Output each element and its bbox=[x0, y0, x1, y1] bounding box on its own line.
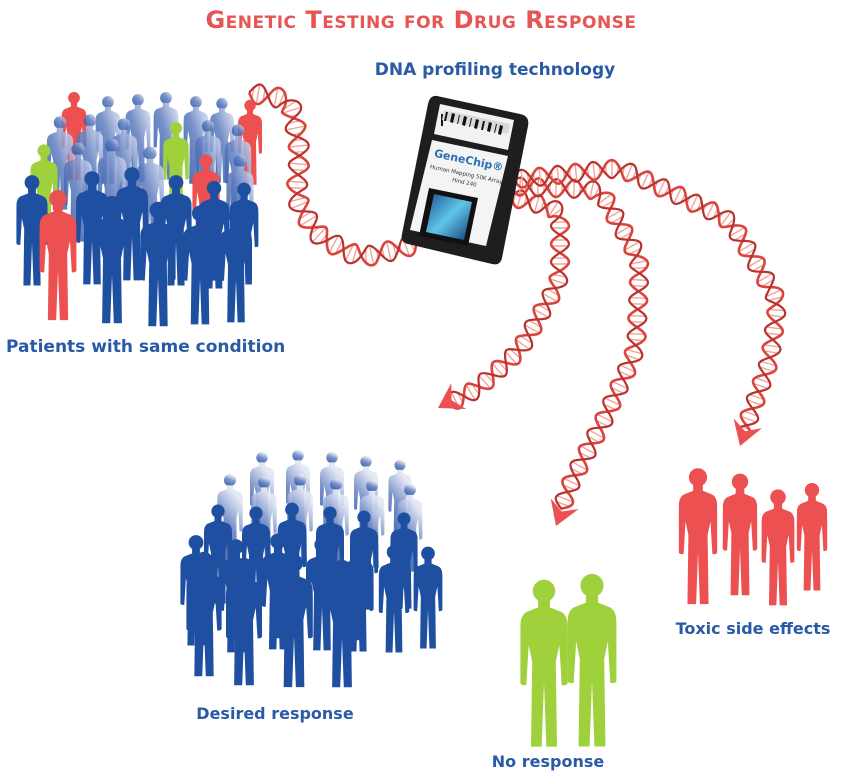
toxic-side-effects-figure bbox=[722, 473, 758, 596]
label-toxic-side-effects: Toxic side effects bbox=[675, 619, 831, 638]
arrow-to-toxic bbox=[733, 418, 762, 446]
dna-strands bbox=[247, 83, 787, 511]
patients-crowd bbox=[16, 92, 262, 327]
dna-strand-to-toxic bbox=[512, 158, 787, 432]
arrow-to-desired bbox=[438, 383, 467, 410]
label-dna-profiling-technology: DNA profiling technology bbox=[374, 60, 616, 80]
no-response-figure bbox=[567, 573, 617, 747]
no-response-figure bbox=[520, 579, 568, 747]
diagram-title: Genetic Testing for Drug Response bbox=[205, 6, 637, 34]
no-response-group bbox=[520, 573, 617, 747]
arrow-to-no-response bbox=[550, 498, 579, 526]
chip-product-subtext: Hind 240 bbox=[451, 177, 477, 188]
toxic-side-effects-group bbox=[678, 468, 828, 606]
toxic-side-effects-figure bbox=[678, 468, 718, 605]
label-patients: Patients with same condition bbox=[6, 337, 286, 357]
label-desired-response: Desired response bbox=[196, 704, 354, 723]
dna-arrowheads bbox=[438, 383, 762, 526]
desired-response-group bbox=[180, 449, 443, 688]
genechip-cartridge: GeneChip® Human Mapping 50K Array Hind 2… bbox=[401, 95, 529, 265]
label-no-response: No response bbox=[491, 752, 605, 771]
dna-strand-to-no-response bbox=[510, 176, 650, 511]
toxic-side-effects-figure bbox=[761, 489, 795, 606]
toxic-side-effects-figure bbox=[796, 482, 828, 591]
barcode bbox=[441, 113, 443, 127]
